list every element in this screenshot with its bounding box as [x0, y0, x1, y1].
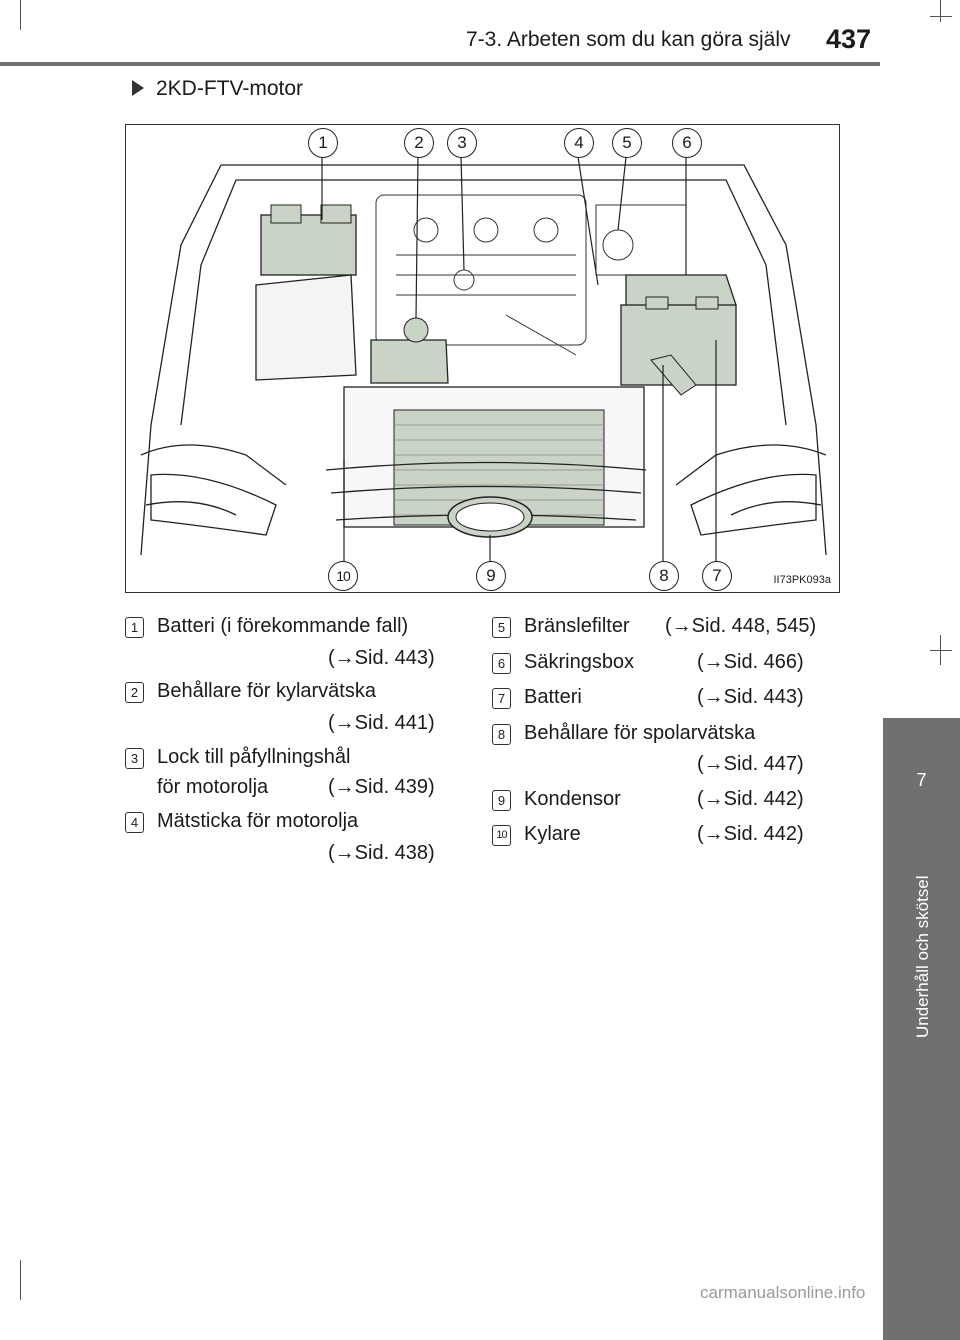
engine-bay-illustration — [140, 156, 827, 565]
chapter-label: Underhåll och skötsel — [913, 875, 932, 1038]
legend-number: 8 — [492, 724, 511, 745]
crop-mark — [940, 0, 941, 22]
figure-callout: 5 — [612, 128, 642, 158]
legend-label: Kondensor — [524, 788, 621, 810]
legend-label: Mätsticka för motorolja — [157, 810, 359, 832]
header-rule — [0, 62, 880, 66]
legend-number: 3 — [125, 748, 144, 769]
engine-bay-figure: 1 2 3 4 5 6 10 9 8 7 II73PK093a — [125, 124, 840, 593]
triangle-bullet-icon — [132, 80, 144, 96]
crop-mark — [20, 0, 21, 30]
crop-mark — [930, 16, 952, 17]
page-reference: (→Sid. 439) — [328, 776, 435, 798]
page-reference: (→Sid. 442) — [697, 823, 804, 845]
legend-label: Batteri (i förekommande fall) — [157, 615, 409, 637]
legend-label: Kylare — [524, 823, 581, 845]
page-reference: (→Sid. 466) — [697, 651, 804, 673]
chapter-tab: 7 Underhåll och skötsel — [883, 718, 960, 1340]
figure-callout: 2 — [404, 128, 434, 158]
page-reference: (→Sid. 438) — [328, 842, 435, 864]
chapter-number: 7 — [916, 770, 927, 790]
page-reference: (→Sid. 447) — [697, 753, 804, 775]
figure-callout: 8 — [649, 561, 679, 591]
figure-callout: 7 — [702, 561, 732, 591]
figure-callout: 10 — [328, 561, 358, 591]
figure-callout: 6 — [672, 128, 702, 158]
figure-code: II73PK093a — [773, 574, 832, 586]
legend-number: 1 — [125, 617, 144, 638]
legend-number: 9 — [492, 790, 511, 811]
legend-label: Behållare för spolarvätska — [524, 722, 756, 744]
legend-number: 2 — [125, 682, 144, 703]
legend-number: 10 — [492, 825, 511, 846]
legend-label: Bränslefilter — [524, 615, 630, 637]
engine-heading-text: 2KD-FTV-motor — [156, 77, 304, 100]
figure-callout: 9 — [476, 561, 506, 591]
crop-mark — [20, 1260, 21, 1300]
legend-label: Behållare för kylarvätska — [157, 680, 376, 702]
page-number: 437 — [826, 24, 872, 54]
page-reference: (→Sid. 448, 545) — [665, 615, 817, 637]
legend-number: 6 — [492, 653, 511, 674]
figure-callout: 1 — [308, 128, 338, 158]
engine-heading: 2KD-FTV-motor — [132, 77, 303, 101]
legend-number: 4 — [125, 812, 144, 833]
page-reference: (→Sid. 443) — [328, 647, 435, 669]
figure-callout: 4 — [564, 128, 594, 158]
crop-mark — [930, 650, 952, 651]
legend-number: 7 — [492, 688, 511, 709]
legend-label-line2: för motorolja — [157, 776, 269, 798]
legend-number: 5 — [492, 617, 511, 638]
legend-label: Lock till påfyllningshål — [157, 746, 351, 768]
section-title: 7-3. Arbeten som du kan göra själv — [466, 28, 791, 51]
legend-label: Batteri — [524, 686, 582, 708]
legend-label: Säkringsbox — [524, 651, 635, 673]
watermark: carmanualsonline.info — [700, 1283, 866, 1302]
page-reference: (→Sid. 441) — [328, 712, 435, 734]
page-reference: (→Sid. 442) — [697, 788, 804, 810]
page-reference: (→Sid. 443) — [697, 686, 804, 708]
figure-callout: 3 — [447, 128, 477, 158]
